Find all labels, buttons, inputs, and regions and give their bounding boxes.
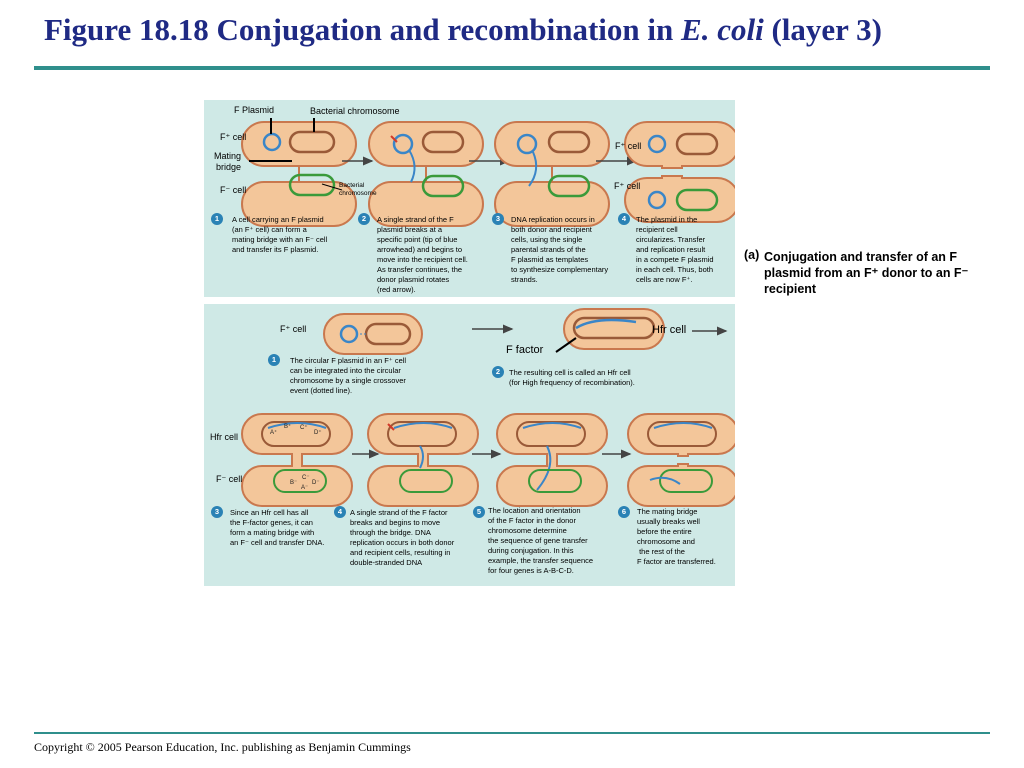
label-bacterial-chromosome-small-2: chromosome — [339, 190, 377, 197]
step-text: DNA replication occurs in both donor and… — [511, 215, 609, 284]
gene-label: C⁺ — [300, 425, 308, 431]
gene-label: A⁻ — [301, 485, 309, 491]
label-f-plus-cell-b: F⁺ cell — [280, 324, 307, 334]
cell-pair-step-2 — [368, 121, 484, 227]
label-hfr-cell-top: Hfr cell — [652, 324, 687, 336]
label-f-plus-cell-top: F⁺ cell — [615, 141, 642, 151]
step-badge: 4 — [334, 506, 346, 518]
label-f-minus-cell-b: F⁻ cell — [216, 474, 243, 484]
label-mating-bridge-1: Mating — [214, 151, 242, 161]
label-mating-bridge-2: bridge — [216, 162, 242, 172]
step-text: The circular F plasmid in an F⁺ cell can… — [290, 356, 407, 395]
panel-a-diagram: F Plasmid Bacterial chromosome F⁺ cell M… — [204, 100, 735, 297]
cell-pair-step-4 — [624, 121, 735, 223]
hfr-pair-step-4 — [367, 413, 479, 507]
step-badge: 1 — [211, 213, 223, 225]
step-badge: 3 — [211, 506, 223, 518]
gene-label: A⁺ — [270, 430, 278, 436]
slide-title: Figure 18.18 Conjugation and recombinati… — [44, 12, 882, 47]
step-badge: 3 — [492, 213, 504, 225]
step-badge: 5 — [473, 506, 485, 518]
caption-tag: (a) — [744, 248, 760, 262]
step-badge: 6 — [618, 506, 630, 518]
step-text: The resulting cell is called an Hfr cell… — [509, 368, 635, 387]
label-f-minus-cell: F⁻ cell — [220, 185, 247, 195]
gene-label: B⁻ — [290, 480, 298, 486]
step-badge: 2 — [492, 366, 504, 378]
gene-label: C⁻ — [302, 475, 310, 481]
label-bacterial-chromosome-small-1: Bacterial — [339, 182, 365, 189]
hfr-pair-step-5 — [496, 413, 608, 507]
step-text: A single strand of the F plasmid breaks … — [377, 215, 468, 294]
step-text: Since an Hfr cell has all the F-factor g… — [230, 508, 325, 547]
step-badge: 2 — [358, 213, 370, 225]
copyright-text: Copyright © 2005 Pearson Education, Inc.… — [34, 740, 411, 754]
step-text: The location and orientation of the F fa… — [488, 506, 594, 575]
cell-pair-step-3 — [494, 121, 610, 227]
label-hfr-cell: Hfr cell — [210, 432, 239, 442]
step-text: The mating bridge usually breaks well be… — [637, 507, 716, 566]
f-plus-single-cell — [323, 313, 423, 355]
label-bacterial-chromosome: Bacterial chromosome — [310, 106, 400, 116]
title-rule — [34, 66, 990, 70]
step-badge: 1 — [268, 354, 280, 366]
gene-label: D⁺ — [314, 430, 322, 436]
panel-b-diagram: F⁺ cell Hfr cell F factor 1 The circular… — [204, 304, 735, 586]
panel-b-illustration — [241, 308, 735, 507]
label-f-factor: F factor — [506, 344, 544, 356]
step-text: A single strand of the F factor breaks a… — [350, 508, 455, 567]
hfr-pair-step-6 — [627, 413, 735, 507]
caption-text: Conjugation and transfer of an F plasmid… — [764, 250, 969, 296]
hfr-pair-step-3 — [241, 413, 353, 507]
panel-a-illustration — [241, 118, 735, 227]
cell-pair-step-1 — [241, 118, 357, 227]
gene-label: B⁺ — [284, 424, 292, 430]
step-badge: 4 — [618, 213, 630, 225]
step-text: The plasmid in the recipient cell circul… — [636, 215, 714, 284]
label-f-plus-cell: F⁺ cell — [220, 132, 247, 142]
step-text: A cell carrying an F plasmid (an F⁺ cell… — [232, 215, 328, 254]
label-f-plus-cell-bottom: F⁺ cell — [614, 181, 641, 191]
footer-rule — [34, 732, 990, 734]
hfr-single-cell — [555, 308, 665, 353]
gene-label: D⁻ — [312, 480, 320, 486]
label-f-plasmid: F Plasmid — [234, 105, 275, 115]
